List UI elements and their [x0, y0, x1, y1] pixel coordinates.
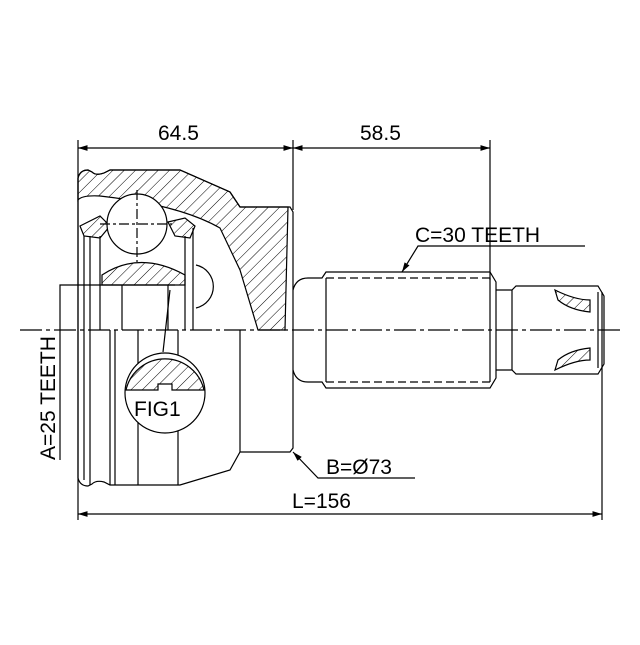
- shaft-teeth-label: C=30 TEETH: [415, 224, 540, 247]
- total-length-label: L=156: [292, 490, 351, 513]
- fig1-label: FIG1: [134, 398, 181, 421]
- dim-64-5-label: 64.5: [158, 122, 199, 145]
- inner-teeth-label: A=25 TEETH: [37, 336, 60, 460]
- dim-58-5-label: 58.5: [360, 122, 401, 145]
- outer-diameter-label: B=Ø73: [326, 456, 392, 479]
